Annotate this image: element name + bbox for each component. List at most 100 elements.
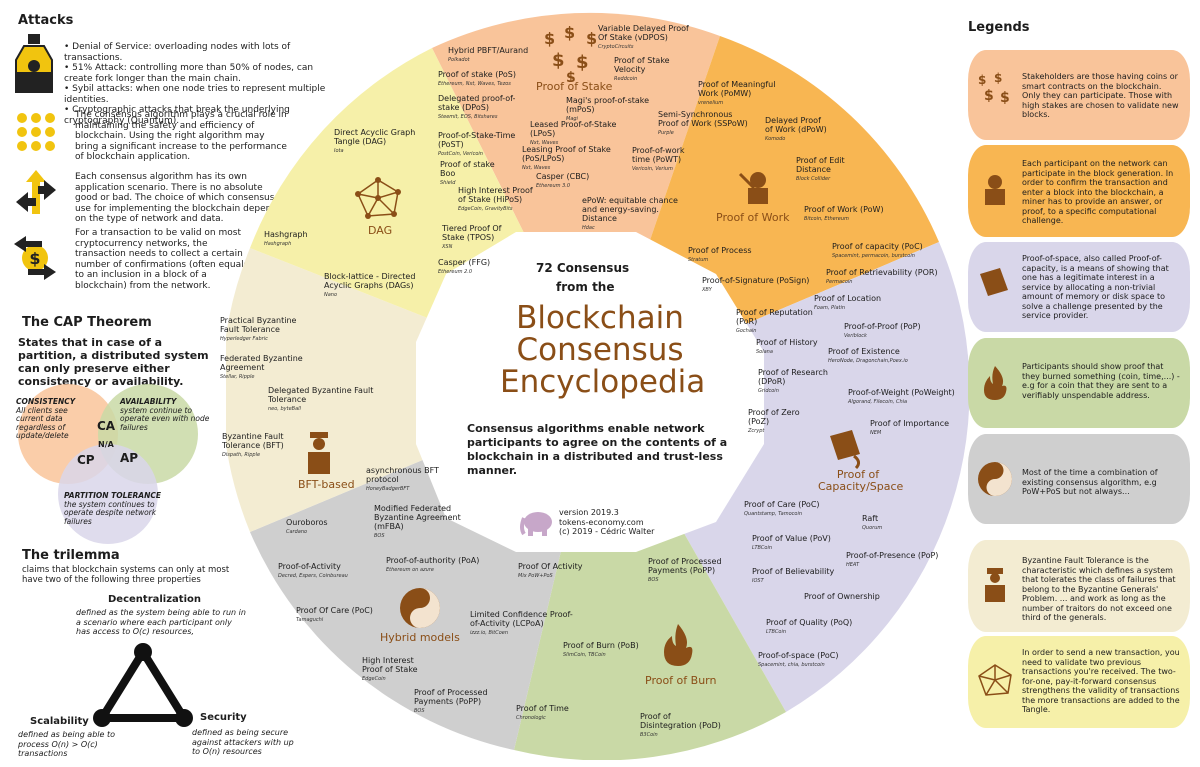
item-epow: ePoW: equitable chance and energy-saving… (582, 196, 678, 231)
attack-item: • Denial of Service: overloading nodes w… (64, 42, 291, 63)
legend-hybrid: Most of the time a combination of existi… (968, 434, 1190, 524)
scalability-label: Scalability (30, 716, 89, 727)
stake-title: Proof of Stake (536, 80, 613, 93)
item-hybrid-popp: Proof of Processed Payments (PoPP)BOS (414, 688, 488, 714)
dollar-exchange-icon: $ (14, 236, 56, 280)
yin-yang-icon (400, 588, 440, 628)
dag-title: DAG (368, 224, 393, 237)
item-lcpoa: Limited Confidence Proof-of-Activity (LC… (470, 610, 573, 636)
item-care: Proof of Care (PoC)Quantstamp, Tamocoin (744, 500, 820, 517)
decentralization-desc: defined as the system being able to run … (76, 608, 246, 636)
network-mesh-icon (978, 664, 1012, 696)
item-tpos: Tiered Proof Of Stake (TPOS)XSN (442, 224, 502, 250)
cap-title: The CAP Theorem (22, 315, 152, 330)
fire-icon (984, 366, 1007, 400)
item-popp-burn: Proof of Processed Payments (PoPP)BOS (648, 557, 722, 583)
item-pop: Proof-of-Proof (PoP)Veriblock (844, 322, 921, 339)
item-dpor: Proof of Research (DPoR)Gridcoin (758, 368, 828, 394)
security-label: Security (200, 712, 247, 723)
yin-yang-icon (978, 462, 1012, 496)
svg-text:$: $ (978, 73, 986, 87)
item-ownership: Proof of Ownership (804, 592, 880, 601)
cp-label: CP (77, 453, 95, 467)
item-leasing-pos: Leasing Proof of Stake (PoS/LPoS)Nxt, Wa… (522, 145, 611, 171)
money-bags-icon: $$$ $$$ (544, 24, 597, 82)
poison-bottle-icon (15, 34, 53, 93)
item-poz: Proof of Zero (PoZ)Zcrypt (748, 408, 800, 434)
consistency-label: CONSISTENCY (16, 397, 76, 406)
item-dpow: Delayed Proof of Work (dPoW)Komodo (765, 116, 827, 142)
na-label: N/A (98, 440, 114, 449)
svg-text:$: $ (544, 29, 555, 48)
trilemma-text: claims that blockchain systems can only … (22, 565, 230, 585)
soldier-icon (985, 568, 1005, 602)
item-casper-cbc: Casper (CBC)Ethereum 3.0 (536, 172, 590, 189)
fork-arrows-icon (16, 170, 56, 214)
item-reputation: Proof of Reputation (PoR)Gochain (736, 308, 813, 334)
scenario-text: Each consensus algorithm has its own app… (75, 172, 287, 224)
center-title1: Blockchain (516, 300, 684, 336)
legend-burn: Participants should show proof that they… (968, 338, 1190, 428)
svg-text:$: $ (552, 50, 565, 71)
decentralization-label: Decentralization (108, 594, 201, 605)
consistency-desc: All clients see current data regardless … (16, 405, 69, 440)
svg-text:$: $ (994, 71, 1002, 85)
attack-item: • Sybil attacks: when one node tries to … (64, 84, 326, 105)
item-pos: Proof of stake (PoS)Ethereum, Nxt, Waves… (438, 70, 516, 87)
bft-title: BFT-based (298, 478, 355, 491)
item-presence: Proof-of-Presence (PoP)HEAT (846, 551, 939, 568)
item-vdpos: Variable Delayed Proof Of Stake (vDPOS)C… (598, 24, 689, 50)
item-post: Proof-of-Stake-Time (PoST)PostCoin, Veri… (438, 131, 516, 157)
item-posign: Proof-of-Signature (PoSign)XBY (702, 276, 810, 293)
center-octagon (416, 232, 764, 552)
legends-title: Legends (968, 20, 1030, 35)
legend-work: Each participant on the network can part… (968, 145, 1190, 237)
work-title: Proof of Work (716, 211, 790, 224)
item-poweight: Proof-of-Weight (PoWeight)Algorand, File… (848, 388, 955, 405)
cap-venn-diagram (18, 384, 198, 544)
version: version 2019.3 (559, 508, 619, 517)
dots-grid-icon (17, 113, 55, 151)
trilemma-triangle-icon (93, 643, 193, 727)
item-pov: Proof of Value (PoV)LTBCoin (752, 534, 831, 551)
item-hipos: High Interest Proof of Stake (HiPoS)Edge… (458, 186, 533, 212)
item-poq: Proof of Quality (PoQ)LTBCoin (766, 618, 853, 635)
partition-desc: the system continues to operate despite … (64, 499, 157, 526)
item-pospace: Proof-of-space (PoC)Spacemint, chia, bur… (758, 651, 839, 668)
item-pomw: Proof of Meaningful Work (PoMW)vrenelium (698, 80, 776, 106)
segment-proof-of-stake (432, 12, 720, 386)
item-casper-ffg: Casper (FFG)Ethereum 2.0 (438, 258, 491, 275)
svg-text:$: $ (984, 88, 994, 104)
legend-dag: In order to send a new transaction, you … (968, 636, 1190, 728)
item-block-lattice: Block-lattice - Directed Acyclic Graphs … (324, 272, 416, 298)
attack-item: • Cryptographic attacks that break the u… (64, 105, 290, 126)
copyright: (c) 2019 - Cédric Walter (559, 527, 655, 536)
ap-label: AP (120, 451, 139, 465)
confirm-text: For a transaction to be valid on most cr… (75, 228, 249, 291)
network-mesh-icon (355, 177, 401, 219)
role-text: The consensus algorithm plays a crucial … (75, 110, 287, 162)
item-poc: Proof of capacity (PoC)Spacemint, permac… (832, 242, 923, 259)
hybrid-title: Hybrid models (380, 631, 460, 644)
item-dag-tangle: Direct Acyclic Graph Tangle (DAG)Iota (334, 128, 416, 154)
svg-text:$: $ (564, 24, 575, 42)
paint-bucket-icon (980, 268, 1008, 296)
item-powt: Proof-of-work time (PoWT)Vericoin, Veriu… (632, 146, 685, 172)
legend-bft: Byzantine Fault Tolerance is the charact… (968, 540, 1190, 632)
svg-text:$: $ (576, 52, 589, 73)
item-mfba: Modified Federated Byzantine Agreement (… (374, 504, 461, 539)
